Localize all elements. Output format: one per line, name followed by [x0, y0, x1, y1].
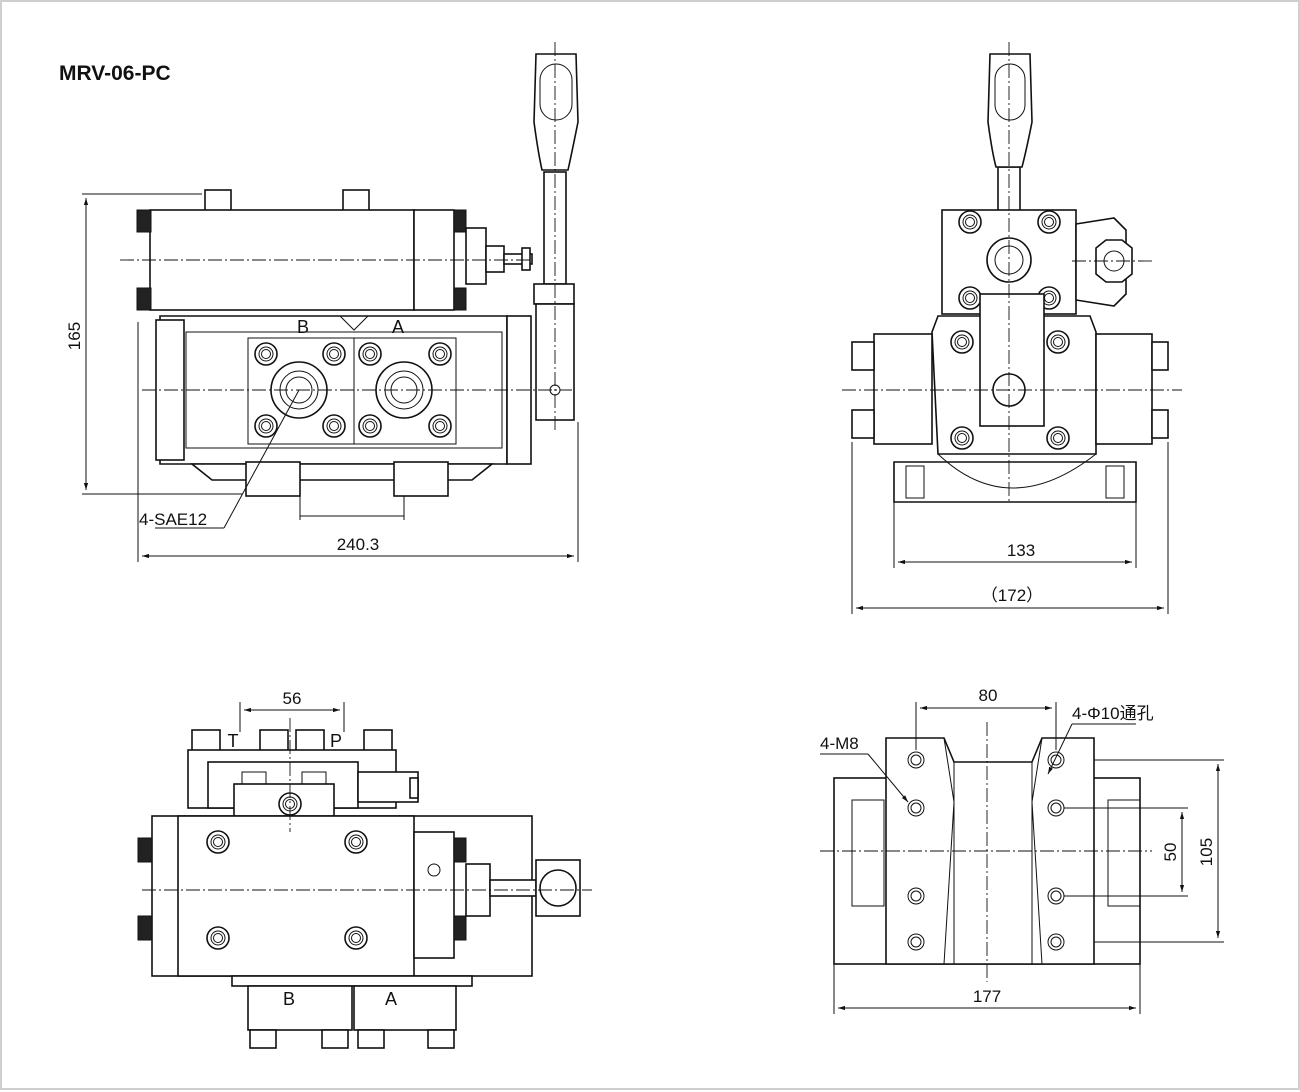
top-port-p-label: P: [330, 731, 342, 751]
bottom-thread-callout: 4-M8: [820, 734, 859, 753]
front-port-a-label: A: [392, 317, 404, 337]
front-height-dim: 165: [65, 322, 84, 350]
bottom-hole-spacing-dim: 80: [979, 686, 998, 705]
front-port-callout: 4-SAE12: [139, 510, 207, 529]
front-port-b-label: B: [297, 317, 309, 337]
bottom-width-dim: 177: [973, 987, 1001, 1006]
front-view: B A 165 240.3 4-SAE12: [65, 42, 579, 562]
bottom-inner-height-dim: 50: [1161, 843, 1180, 862]
top-port-a-label: A: [385, 989, 397, 1009]
top-port-b-label: B: [283, 989, 295, 1009]
side-overall-width-dim: （172）: [981, 586, 1043, 605]
drawing-title: MRV-06-PC: [59, 62, 171, 85]
front-width-dim: 240.3: [337, 535, 380, 554]
top-port-t-label: T: [228, 731, 239, 751]
side-view: 133 （172）: [842, 42, 1182, 614]
top-spacing-dim: 56: [283, 689, 302, 708]
bottom-outer-height-dim: 105: [1197, 838, 1216, 866]
bottom-view: 80 4-Φ10通孔 4-M8 50 105 177: [820, 686, 1224, 1014]
side-base-width-dim: 133: [1007, 541, 1035, 560]
bottom-through-hole-callout: 4-Φ10通孔: [1072, 704, 1154, 723]
top-view: T P B A 56: [137, 689, 592, 1049]
